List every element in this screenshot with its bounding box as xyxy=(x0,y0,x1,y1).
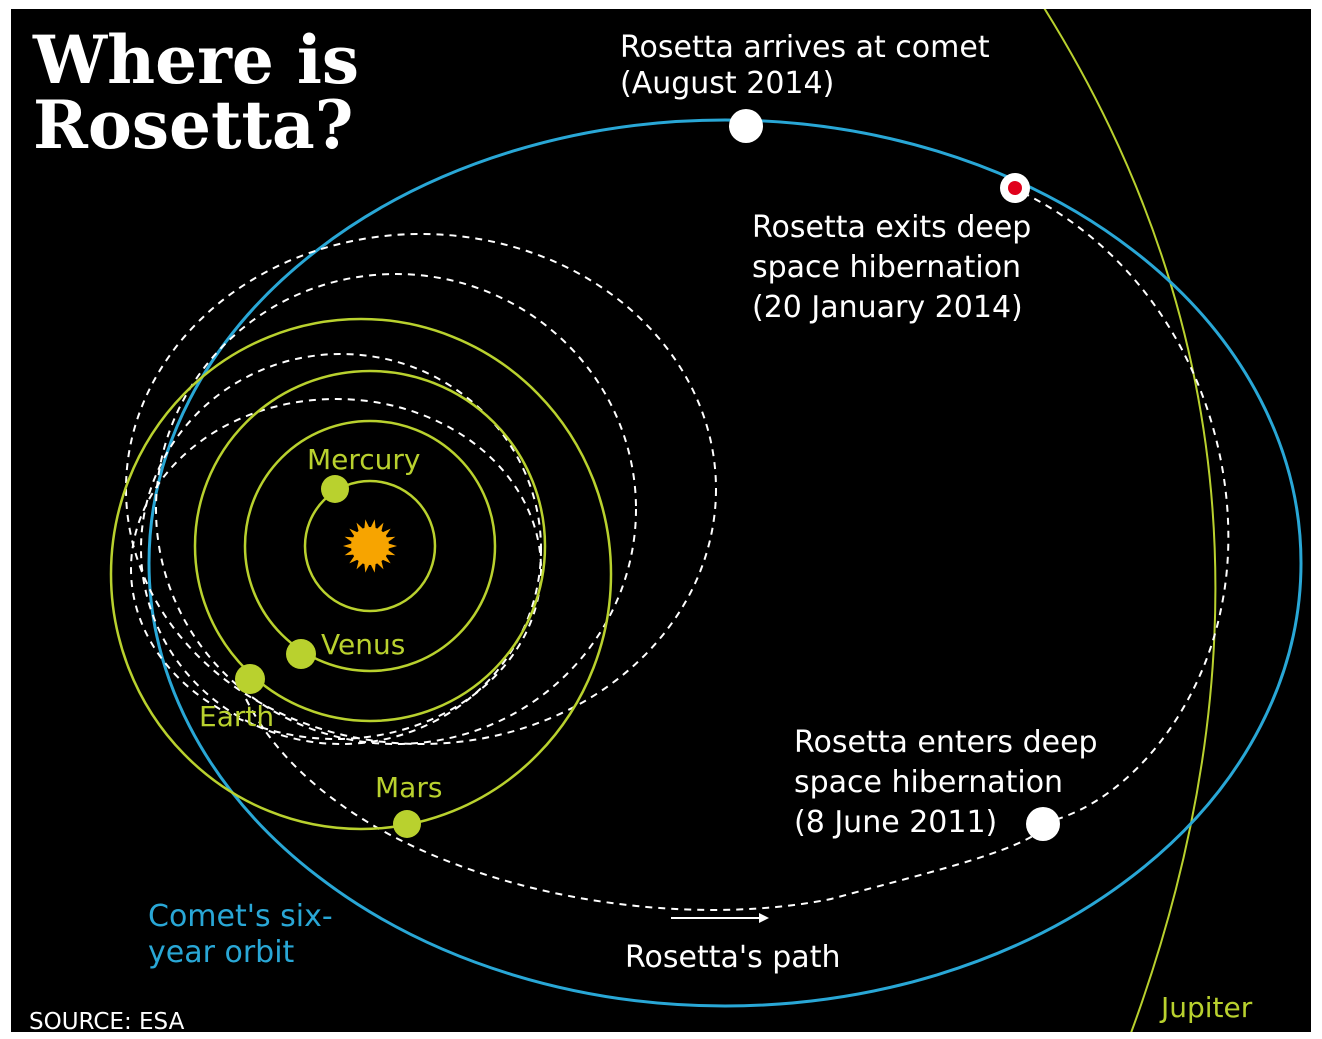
rosetta-path-loop-3 xyxy=(125,233,717,745)
sun-ray xyxy=(343,543,354,549)
sun-core xyxy=(351,527,389,565)
mars-label: Mars xyxy=(375,771,442,804)
enter-label-line-1: Rosetta enters deep xyxy=(794,725,1098,760)
exit-label-line-2: space hibernation xyxy=(752,250,1021,285)
mercury-label: Mercury xyxy=(307,443,421,476)
rosetta-hibernation-enter-marker xyxy=(1026,807,1060,841)
title-line-1: Where is xyxy=(32,21,359,99)
earth-label: Earth xyxy=(199,700,274,733)
exit-label-line-3: (20 January 2014) xyxy=(752,290,1023,325)
venus-label: Venus xyxy=(321,628,405,661)
solar-system-diagram: Where is Rosetta? Mercury Venus Earth xyxy=(29,9,1303,1032)
rosetta-path xyxy=(125,186,1230,911)
comet-orbit-label-line-2: year orbit xyxy=(148,935,295,970)
enter-label-line-2: space hibernation xyxy=(794,765,1063,800)
comet-orbit xyxy=(147,118,1303,1008)
rosetta-path-outer xyxy=(245,698,1052,911)
mercury-orbit xyxy=(303,479,437,613)
rosetta-path-loop-2 xyxy=(155,273,637,745)
enter-label-line-3: (8 June 2011) xyxy=(794,805,997,840)
earth-orbit xyxy=(193,369,547,723)
jupiter-orbit xyxy=(1043,9,1217,1032)
venus-orbit xyxy=(243,419,497,673)
infographic-frame: Where is Rosetta? Mercury Venus Earth xyxy=(11,9,1311,1032)
jupiter-label: Jupiter xyxy=(1159,991,1253,1024)
rosetta-path-loop-1 xyxy=(140,353,542,745)
rosetta-path-loop-4 xyxy=(130,398,542,740)
earth-planet xyxy=(235,664,265,694)
arrival-label-line-2: (August 2014) xyxy=(620,66,834,101)
sun-ray xyxy=(386,543,397,549)
exit-label-line-1: Rosetta exits deep xyxy=(752,210,1031,245)
comet-orbit-label-line-1: Comet's six- xyxy=(148,899,333,934)
mars-orbit xyxy=(109,317,613,831)
venus-planet xyxy=(286,639,316,669)
mercury-planet xyxy=(321,475,349,503)
rosetta-path-label: Rosetta's path xyxy=(625,940,840,975)
title-line-2: Rosetta? xyxy=(33,86,353,164)
source-credit: SOURCE: ESA xyxy=(29,1009,185,1032)
arrival-label-line-1: Rosetta arrives at comet xyxy=(620,30,990,65)
rosetta-path-approach xyxy=(1010,186,1230,822)
rosetta-arrival-marker xyxy=(729,109,763,143)
rosetta-hibernation-exit-dot xyxy=(1008,181,1022,195)
mars-planet xyxy=(393,810,421,838)
sun-icon xyxy=(343,519,397,573)
path-direction-arrow-icon xyxy=(671,913,769,923)
